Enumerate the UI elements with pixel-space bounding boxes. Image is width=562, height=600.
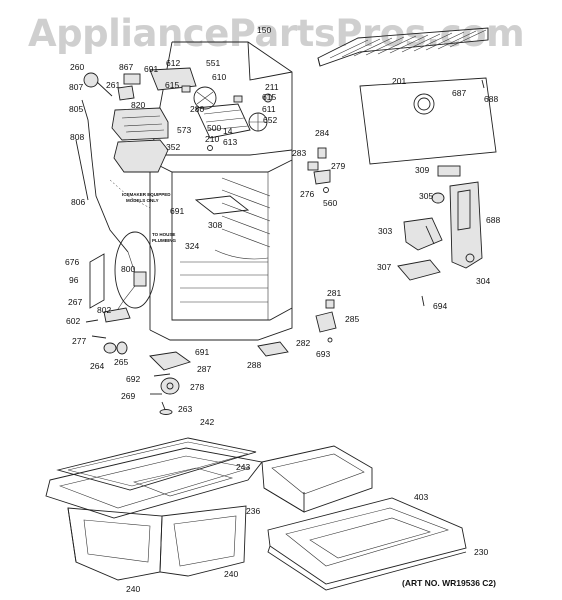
callout-676: 676 [65, 257, 79, 267]
callout-260: 260 [70, 62, 84, 72]
callout-691b: 691 [170, 206, 184, 216]
crisper-drawers[interactable] [67, 505, 247, 581]
callout-279: 279 [331, 161, 345, 171]
crisper-cover-assembly[interactable] [45, 437, 263, 519]
wire-shelf[interactable] [317, 27, 489, 67]
callout-693: 693 [316, 349, 330, 359]
callout-309: 309 [415, 165, 429, 175]
meat-pan[interactable] [261, 445, 373, 513]
callout-305: 305 [419, 191, 433, 201]
callout-805: 805 [69, 104, 83, 114]
callout-688b: 688 [486, 215, 500, 225]
callout-277: 277 [72, 336, 86, 346]
shelf-frame[interactable] [267, 497, 467, 591]
callout-276: 276 [300, 189, 314, 199]
icemaker-note-line2: MODELS ONLY [126, 198, 159, 203]
callout-324: 324 [185, 241, 199, 251]
callout-602: 602 [66, 316, 80, 326]
callout-210: 210 [205, 134, 219, 144]
callout-613: 613 [223, 137, 237, 147]
watermark-text: AppliancePartsPros.com [28, 12, 525, 55]
callout-612: 612 [166, 58, 180, 68]
callout-806: 806 [71, 197, 85, 207]
callout-691a: 691 [144, 64, 158, 74]
callout-692: 692 [126, 374, 140, 384]
callout-688a: 688 [484, 94, 498, 104]
callout-303: 303 [378, 226, 392, 236]
callout-230: 230 [474, 547, 488, 557]
plumbing-note-line2: PLUMBING [152, 238, 176, 243]
callout-867: 867 [119, 62, 133, 72]
door-stop-hardware[interactable] [307, 147, 337, 343]
freezer-controls[interactable] [83, 67, 273, 173]
callout-800: 800 [121, 264, 135, 274]
lower-hardware[interactable] [85, 307, 289, 415]
callout-261: 261 [106, 80, 120, 90]
callout-615b: 615 [262, 92, 276, 102]
callout-269: 269 [121, 391, 135, 401]
callout-687: 687 [452, 88, 466, 98]
callout-284: 284 [315, 128, 329, 138]
callout-611: 611 [262, 104, 276, 114]
callout-96: 96 [69, 275, 79, 285]
callout-560: 560 [323, 198, 337, 208]
callout-236: 236 [246, 506, 260, 516]
callout-610: 610 [212, 72, 226, 82]
callout-242: 242 [200, 417, 214, 427]
callout-352: 352 [166, 142, 180, 152]
art-number: (ART NO. WR19536 C2) [402, 578, 496, 588]
callout-615a: 615 [165, 80, 179, 90]
callout-308: 308 [208, 220, 222, 230]
callout-287: 287 [197, 364, 211, 374]
callout-282: 282 [296, 338, 310, 348]
callout-264: 264 [90, 361, 104, 371]
callout-304: 304 [476, 276, 490, 286]
callout-802: 802 [97, 305, 111, 315]
callout-278: 278 [190, 382, 204, 392]
callout-267: 267 [68, 297, 82, 307]
callout-500: 500 [207, 123, 221, 133]
callout-820: 820 [131, 100, 145, 110]
water-line[interactable] [75, 99, 156, 313]
callout-240b: 240 [224, 569, 238, 579]
callout-14: 14 [223, 126, 233, 136]
callout-263: 263 [178, 404, 192, 414]
callout-652: 652 [263, 115, 277, 125]
callout-240a: 240 [126, 584, 140, 594]
callout-808: 808 [70, 132, 84, 142]
callout-243: 243 [236, 462, 250, 472]
callout-691c: 691 [195, 347, 209, 357]
callout-307: 307 [377, 262, 391, 272]
callout-403: 403 [414, 492, 428, 502]
callout-573: 573 [177, 125, 191, 135]
callout-288: 288 [247, 360, 261, 370]
callout-265: 265 [114, 357, 128, 367]
control-housing[interactable] [397, 181, 483, 307]
callout-280: 280 [190, 104, 204, 114]
plumbing-note-line1: TO HOUSE [152, 232, 175, 237]
callout-807: 807 [69, 82, 83, 92]
callout-694: 694 [433, 301, 447, 311]
shelf-support[interactable] [194, 195, 250, 215]
callout-201: 201 [392, 76, 406, 86]
callout-211: 211 [265, 82, 279, 92]
callout-551: 551 [206, 58, 220, 68]
callout-283: 283 [292, 148, 306, 158]
icemaker-note-line1: ICEMAKER EQUIPPED [122, 192, 171, 197]
callout-281: 281 [327, 288, 341, 298]
callout-285: 285 [345, 314, 359, 324]
callout-150: 150 [257, 25, 271, 35]
liner-cover-panel[interactable] [359, 77, 497, 177]
